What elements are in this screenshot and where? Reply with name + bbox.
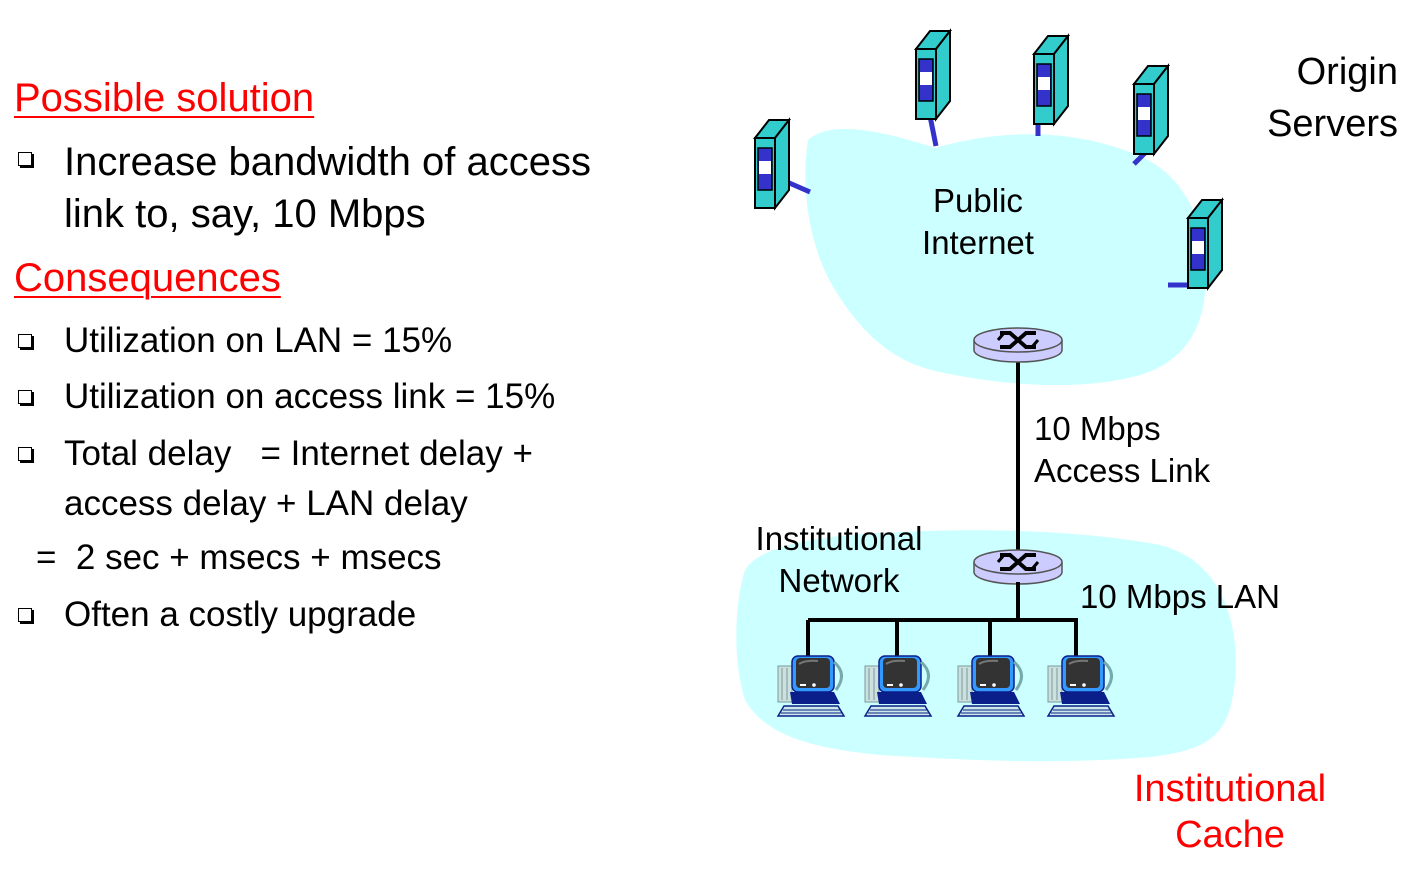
origin-server-icon bbox=[1133, 65, 1169, 155]
origin-server-icon bbox=[915, 30, 951, 120]
possible-solution-heading: Possible solution bbox=[14, 76, 315, 120]
institutional-cache-label: Institutional Cache bbox=[1120, 766, 1340, 858]
internet-router-icon bbox=[972, 326, 1064, 364]
public-internet-label-line2: Internet bbox=[922, 224, 1034, 261]
solution-item-line1: Increase bandwidth of access bbox=[64, 140, 591, 184]
consequence-item: Often a costly upgrade bbox=[18, 590, 416, 640]
square-bullet-icon bbox=[18, 152, 32, 166]
public-internet-label: Public Internet bbox=[908, 180, 1048, 264]
consequence-item-text: Utilization on LAN = 15% bbox=[64, 321, 453, 360]
institutional-cache-label-line2: Cache bbox=[1175, 814, 1285, 856]
solution-item-line2: link to, say, 10 Mbps bbox=[64, 192, 426, 236]
institutional-network-cloud bbox=[736, 530, 1236, 762]
consequence-item: Utilization on access link = 15% bbox=[18, 372, 555, 422]
origin-server-icon bbox=[1033, 35, 1069, 125]
institutional-cache-label-line1: Institutional bbox=[1133, 768, 1327, 810]
institutional-network-label-line2: Network bbox=[778, 562, 900, 599]
solution-item: Increase bandwidth of access link to, sa… bbox=[18, 136, 591, 240]
origin-servers-label-line1: Origin bbox=[1296, 51, 1398, 93]
institutional-network-label: Institutional Network bbox=[748, 518, 930, 602]
consequence-item: Utilization on LAN = 15% bbox=[18, 316, 452, 366]
public-internet-cloud bbox=[805, 128, 1206, 386]
delay-result: = 2 sec + msecs + msecs bbox=[36, 538, 442, 577]
access-link-label-line2: Access Link bbox=[1034, 452, 1211, 489]
public-internet-label-line1: Public bbox=[933, 182, 1023, 219]
consequence-item-text: Often a costly upgrade bbox=[64, 595, 417, 634]
origin-server-icon bbox=[754, 119, 790, 209]
consequence-item-line2: access delay + LAN delay bbox=[64, 484, 468, 523]
square-bullet-icon bbox=[18, 447, 32, 461]
consequence-item-text: Utilization on access link = 15% bbox=[64, 377, 556, 416]
lan-label: 10 Mbps LAN bbox=[1080, 578, 1280, 615]
institutional-network-label-line1: Institutional bbox=[755, 520, 923, 557]
origin-servers-label: Origin Servers bbox=[1267, 46, 1398, 150]
square-bullet-icon bbox=[18, 390, 32, 404]
square-bullet-icon bbox=[18, 334, 32, 348]
origin-servers-label-line2: Servers bbox=[1267, 103, 1398, 145]
consequences-heading: Consequences bbox=[14, 256, 281, 300]
consequence-item: Total delay = Internet delay + access de… bbox=[18, 429, 533, 529]
origin-server-icon bbox=[1187, 199, 1223, 289]
lan-bus bbox=[806, 582, 1078, 660]
institution-router-icon bbox=[972, 548, 1064, 586]
square-bullet-icon bbox=[18, 608, 32, 622]
access-link-label-line1: 10 Mbps bbox=[1034, 410, 1161, 447]
access-link-label: 10 Mbps Access Link bbox=[1034, 408, 1210, 492]
consequence-item-line1: Total delay = Internet delay + bbox=[64, 434, 533, 473]
